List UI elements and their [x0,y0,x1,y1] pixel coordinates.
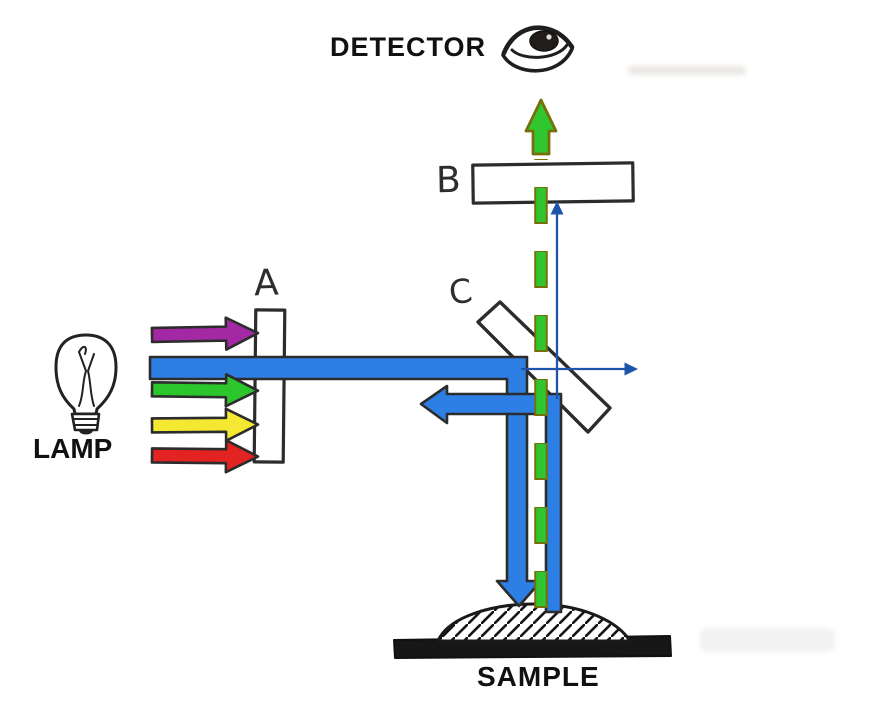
eye-iris [529,30,559,52]
eye-icon [501,25,575,73]
bulb-base-threads [73,418,98,426]
eye-glint [546,34,552,40]
sample-label: SAMPLE [477,661,600,692]
scan-smudge [700,628,835,652]
sample-dome [436,602,632,643]
lamp-arrow-green [150,372,260,408]
lamp-label: LAMP [33,433,113,464]
lamp-arrow-red [150,438,260,474]
bulb-base [70,412,101,432]
optical-axis-horizontal-arrowhead [624,362,638,376]
eye-upper-lid [501,25,575,56]
eye-lower-lid [501,47,574,73]
scan-smudge [628,66,746,75]
filter-b-label: B [435,159,462,202]
optical-axis-vertical-arrowhead [550,201,564,215]
filter-a-label: A [253,262,280,305]
filter-a-rect [252,308,287,464]
dichroic-mirror-c [476,300,612,434]
detector-label: DETECTOR [330,32,487,62]
eye-inner-arc [510,43,569,59]
lamp-arrow-purple [150,316,260,351]
emission-arrow [524,98,558,156]
mirror-c-label: C [446,270,475,313]
filter-b-rect [471,161,635,205]
bulb-base-tip [79,430,93,435]
lamp-arrow-yellow [150,407,260,443]
excitation-beam [148,355,543,608]
bulb-filament [78,346,95,407]
lightbulb-icon [54,333,118,435]
